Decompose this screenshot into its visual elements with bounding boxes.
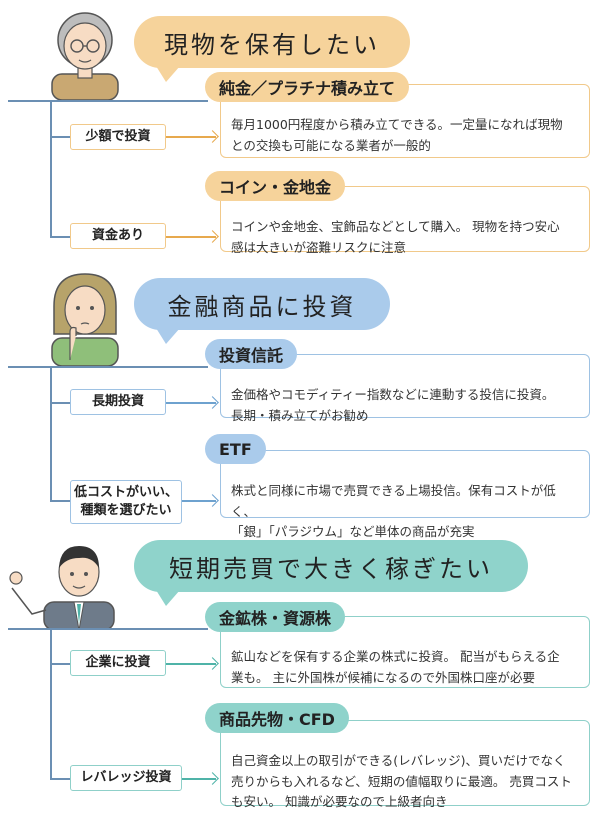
tag-line: 種類を選びたい [80,503,172,518]
arrow-right [182,778,216,780]
arrow-right [166,236,216,238]
speech-bubble-physical: 現物を保有したい [134,16,410,82]
speech-bubble-financial: 金融商品に投資 [134,278,390,344]
branch-connector [50,402,70,404]
card-line: 業も。 主に外国株が候補になるので外国株口座が必要 [231,669,535,685]
card-mining-stocks: 鉱山などを保有する企業の株式に投資。 配当がもらえる企 業も。 主に外国株が候補… [220,616,590,688]
arrow-right [166,663,216,665]
tag-corporate: 企業に投資 [70,650,166,676]
card-line: 自己資金以上の取引ができる(レバレッジ)、買いだけでなく [231,753,566,768]
tree-trunk [50,100,52,236]
pill-gold-platinum-savings: 純金／プラチナ積み立て [205,72,410,102]
card-line: も安い。 知識が必要なので上級者向き [231,794,448,810]
card-line: 株式と同様に市場で売買できる上場投信。保有コストが低く、 [231,483,556,519]
tree-trunk [50,628,52,778]
card-line: 鉱山などを保有する企業の株式に投資。 配当がもらえる企 [231,649,560,664]
card-line: 感は大きいが盗難リスクに注意 [231,239,407,255]
businessman-ok-gesture-icon [9,546,115,630]
arrow-right [182,500,216,502]
section-physical-holding: 現物を保有したい 少額で投資 毎月1000円程度から積み立てできる。一定量になれ… [0,0,600,262]
section-financial-products: 金融商品に投資 長期投資 金価格やコモディティー指数などに連動する投信に投資。 … [0,262,600,539]
branch-connector [50,236,70,238]
tag-long-term: 長期投資 [70,389,166,415]
section-short-term-trading: 短期売買で大きく稼ぎたい 企業に投資 鉱山などを保有する企業の株式に投資。 配当… [0,532,600,815]
tag-small-amount: 少額で投資 [70,124,166,150]
branch-connector [50,663,70,665]
arrow-right [166,136,216,138]
section-divider [8,628,208,630]
card-line: 売りからも入れるなど、短期の値幅取りに最適。 売買コスト [231,773,572,789]
section-divider [8,100,208,102]
pill-investment-trust: 投資信託 [205,339,298,369]
card-line: 長期・積み立てがお勧め [231,407,369,423]
pill-futures-cfd: 商品先物・CFD [205,703,349,733]
card-line: 「銀」「パラジウム」など単体の商品が充実 [231,524,475,540]
card-line: との交換も可能になる業者が一般的 [231,137,431,153]
pill-etf: ETF [205,434,266,464]
card-line: 毎月1000円程度から積み立てできる。一定量になれば現物 [231,117,563,132]
tag-has-funds: 資金あり [70,223,166,249]
speech-bubble-trading: 短期売買で大きく稼ぎたい [134,540,528,606]
tag-leverage: レバレッジ投資 [70,765,182,791]
pill-mining-stocks: 金鉱株・資源株 [205,602,346,632]
elderly-man-with-glasses-icon [51,12,119,100]
card-etf: 株式と同様に市場で売買できる上場投信。保有コストが低く、 「銀」「パラジウム」な… [220,450,590,539]
card-line: 金価格やコモディティー指数などに連動する投信に投資。 [231,387,555,402]
card-line: コインや金地金、宝飾品などとして購入。 現物を持つ安心 [231,219,560,234]
thinking-woman-icon [51,273,119,366]
branch-connector [50,778,70,780]
section-divider [8,366,208,368]
tree-trunk [50,366,52,500]
pill-coin-bullion: コイン・金地金 [205,171,346,201]
branch-connector [50,500,70,502]
branch-connector [50,136,70,138]
arrow-right [166,402,216,404]
card-futures-cfd: 自己資金以上の取引ができる(レバレッジ)、買いだけでなく 売りからも入れるなど、… [220,720,590,809]
tag-line: 低コストがいい、 [73,485,178,501]
tag-low-cost: 低コストがいい、 種類を選びたい [70,480,182,524]
